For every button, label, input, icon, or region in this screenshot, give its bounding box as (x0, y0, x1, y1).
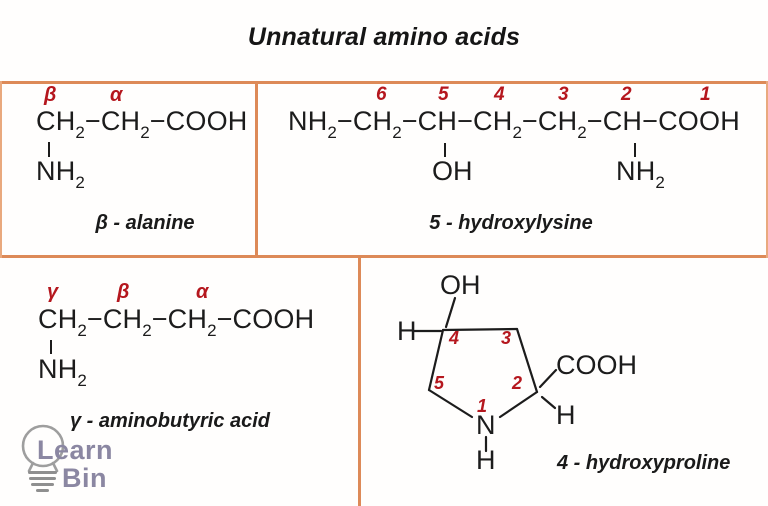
figure-title: Unnatural amino acids (247, 23, 521, 51)
bond-c2-h (540, 395, 557, 410)
carbon-number-2: 2 (621, 84, 632, 105)
hydroxylysine-amine-group: NH2 (616, 156, 665, 192)
logo-text-bin: Bin (62, 463, 107, 493)
carbon-marker-alpha: α (110, 84, 123, 106)
hydroxylysine-hydroxyl-group: OH (432, 156, 473, 186)
ring-number-3: 3 (501, 328, 512, 348)
aminobutyric-formula: CH2−CH2−CH2−COOH (38, 304, 315, 340)
table-divider-top-row (255, 81, 258, 258)
carbon-marker-beta: β (117, 281, 130, 303)
bond-n-c5 (427, 388, 474, 419)
carbon-marker-alpha: α (196, 281, 209, 303)
hydroxyproline-oh-group: OH (440, 270, 481, 300)
table-left-border (0, 81, 2, 258)
bond-c3-c2 (515, 327, 539, 394)
aminobutyric-amine-bond (50, 340, 52, 354)
ring-number-4: 4 (449, 328, 460, 348)
hydroxyproline-h-right: H (556, 400, 576, 430)
hydroxyproline-h-left: H (397, 316, 417, 346)
table-top-border (0, 81, 768, 84)
bond-c5-c4 (427, 328, 445, 392)
bond-c4-c3 (441, 327, 519, 332)
aminobutyric-label: γ - aminobutyric acid (69, 410, 271, 432)
aminobutyric-amine-group: NH2 (38, 354, 87, 390)
hydroxylysine-label: 5 - hydroxylysine (429, 212, 593, 234)
table-middle-border (0, 255, 768, 258)
hydroxyproline-ring-bonds (411, 296, 558, 453)
bond-c2-cooh (538, 368, 558, 389)
hydroxyproline-label: 4 - hydroxyproline (557, 452, 731, 474)
carbon-marker-gamma: γ (47, 281, 59, 303)
beta-alanine-formula: CH2−CH2−COOH (36, 106, 248, 142)
beta-alanine-amine-group: NH2 (36, 156, 85, 192)
ring-number-2: 2 (512, 373, 523, 393)
table-right-border (766, 81, 768, 258)
carbon-marker-beta: β (44, 84, 57, 106)
hydroxylysine-formula: NH2−CH2−CH−CH2−CH2−CH−COOH (288, 106, 740, 142)
beta-alanine-label: β - alanine (95, 212, 195, 234)
hydroxylysine-amine-bond (634, 143, 636, 157)
hydroxylysine-hydroxyl-bond (444, 143, 446, 157)
carbon-number-4: 4 (494, 84, 505, 105)
hydroxyproline-h-bottom: H (476, 445, 496, 475)
bond-oh-c4 (444, 296, 457, 329)
lightbulb-icon (21, 424, 65, 492)
carbon-number-5: 5 (438, 84, 449, 105)
carbon-number-3: 3 (558, 84, 569, 105)
ring-number-1: 1 (477, 396, 488, 416)
hydroxyproline-ring-nitrogen: N (476, 410, 496, 440)
beta-alanine-amine-bond (48, 142, 50, 157)
carbon-number-1: 1 (700, 84, 711, 105)
ring-number-5: 5 (434, 373, 445, 393)
bond-c2-n (498, 390, 539, 419)
carbon-number-6: 6 (376, 84, 387, 105)
logo-text-learn: Learn (37, 435, 114, 465)
hydroxyproline-cooh-group: COOH (556, 350, 637, 380)
table-divider-bottom-row (358, 255, 361, 506)
